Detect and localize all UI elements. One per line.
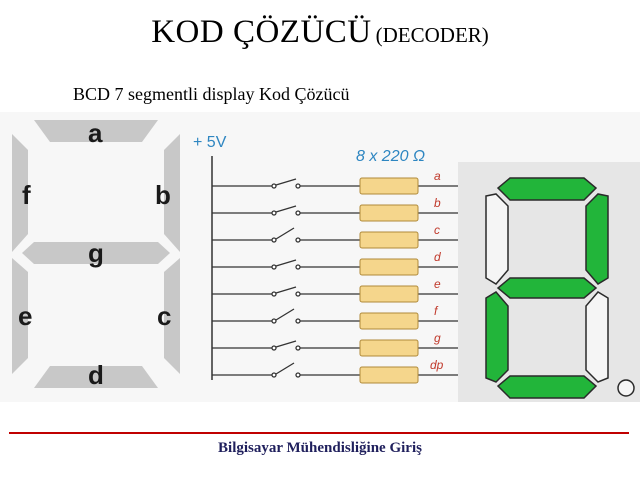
digit-segment-g <box>496 277 598 299</box>
line-f <box>212 308 460 324</box>
segment-d <box>34 366 158 388</box>
resistor-e <box>359 285 419 303</box>
resistor-d <box>359 258 419 276</box>
title-main: KOD ÇÖZÜCÜ <box>151 14 372 50</box>
line-d <box>212 259 460 270</box>
line-dp <box>212 362 460 378</box>
green-seven-segment <box>485 177 609 399</box>
segment-label-a: a <box>88 118 103 148</box>
line-label-f: f <box>434 304 439 318</box>
digit-segment-b <box>585 193 609 285</box>
title-suffix: (DECODER) <box>375 23 489 47</box>
segment-e <box>12 258 28 374</box>
line-label-d: d <box>434 250 441 264</box>
segment-a <box>34 120 158 142</box>
digit-segment-a <box>496 177 598 201</box>
line-e <box>212 286 460 297</box>
segment-b <box>164 134 180 252</box>
line-b <box>212 205 460 216</box>
line-g <box>212 340 460 351</box>
resistor-b <box>359 204 419 222</box>
line-c <box>212 227 460 243</box>
line-label-c: c <box>434 223 440 237</box>
supply-label: + 5V <box>193 134 227 151</box>
segment-label-f: f <box>22 180 31 210</box>
resistors <box>359 177 419 384</box>
segment-label-b: b <box>155 180 171 210</box>
digit-segment-d <box>496 375 598 399</box>
segment-f <box>12 134 28 252</box>
segment-label-e: e <box>18 301 32 331</box>
segment-label-g: g <box>88 238 104 268</box>
segment-label-d: d <box>88 360 104 390</box>
segment-c <box>164 258 180 374</box>
footer-divider <box>9 432 629 434</box>
segment-g <box>22 242 170 264</box>
line-label-g: g <box>434 331 441 345</box>
labeled-seven-segment <box>12 120 180 388</box>
footer-text: Bilgisayar Mühendisliğine Giriş <box>218 440 422 456</box>
resistor-g <box>359 339 419 357</box>
line-a <box>212 178 460 189</box>
line-label-e: e <box>434 277 441 291</box>
digit-segment-e <box>485 291 509 383</box>
decoder-diagram: a f b g e c d + 5V 8 x 220 Ω <box>0 112 640 402</box>
digit-segment-c <box>585 291 609 383</box>
resistor-label: 8 x 220 Ω <box>356 148 425 165</box>
line-label-b: b <box>434 196 441 210</box>
resistor-c <box>359 231 419 249</box>
resistor-a <box>359 177 419 195</box>
digit-segment-f <box>485 193 509 285</box>
decimal-point <box>617 379 635 397</box>
line-label-dp: dp <box>430 358 444 372</box>
switch-lines <box>212 178 460 378</box>
line-label-a: a <box>434 169 441 183</box>
segment-label-c: c <box>157 301 171 331</box>
resistor-dp <box>359 366 419 384</box>
page-subtitle: BCD 7 segmentli display Kod Çözücü <box>73 84 350 104</box>
page-title: KOD ÇÖZÜCÜ (DECODER) <box>0 14 640 51</box>
resistor-f <box>359 312 419 330</box>
